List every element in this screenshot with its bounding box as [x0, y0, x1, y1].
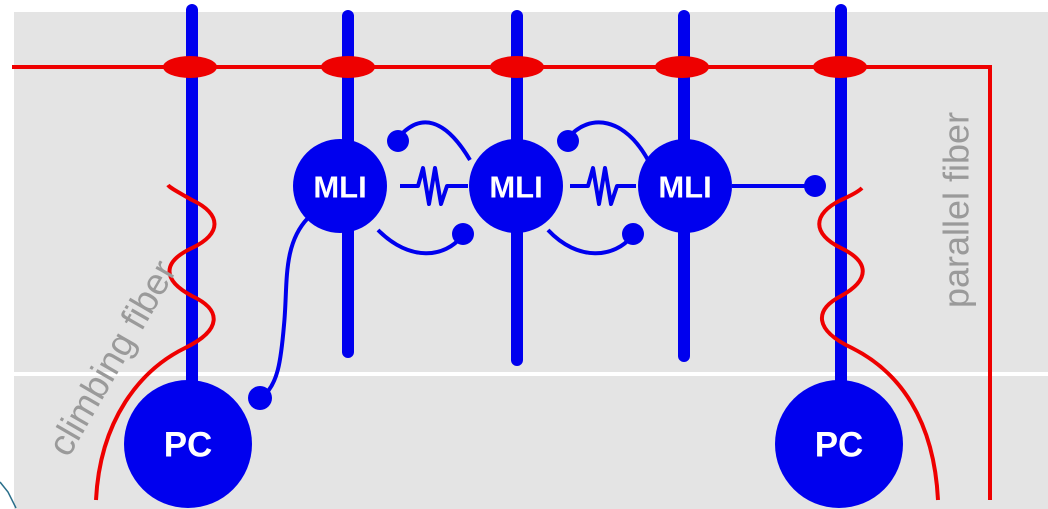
mli-label-1: MLI [313, 170, 366, 205]
pf-synapse-mli3 [655, 56, 709, 78]
climbing-fibers [94, 183, 940, 501]
pc-label-1: PC [164, 426, 213, 465]
mli3-to-mli2-upper-axon [566, 120, 650, 161]
pf-synapse-pc1 [163, 56, 217, 78]
terminal-pc1 [248, 386, 272, 410]
terminal-mli2-lower [452, 223, 474, 245]
pf-synapse-pc2 [813, 56, 867, 78]
terminal-pc2 [804, 175, 826, 197]
climbing-fiber-right [817, 186, 940, 501]
gap-junctions [400, 166, 636, 206]
pf-synapse-mli1 [321, 56, 375, 78]
mli1-to-mli2-upper-axon [396, 120, 472, 162]
mli-soma-2 [469, 139, 563, 233]
gap-junction-mli2-mli3 [570, 166, 636, 206]
purkinje-cells: PC PC [124, 380, 903, 508]
pf-synapse-mli2 [490, 56, 544, 78]
terminal-mli3-lower [622, 223, 644, 245]
mli-soma-3 [638, 139, 732, 233]
mli1-to-pc1-axon [260, 216, 310, 399]
pc-soma-2 [775, 380, 903, 508]
mli-label-2: MLI [489, 170, 542, 205]
terminal-mli1-upper [387, 130, 409, 152]
mli-soma-1 [293, 139, 387, 233]
pc-label-2: PC [815, 426, 864, 465]
inhibitory-terminals [248, 130, 826, 410]
parallel-fiber-synapses [163, 56, 867, 78]
parallel-fiber-label: parallel fiber [936, 112, 977, 308]
mli-cells: MLI MLI MLI [293, 139, 732, 233]
climbing-fiber-left [94, 183, 217, 501]
corner-mark [0, 481, 17, 509]
gap-junction-mli1-mli2 [400, 166, 468, 206]
mli-label-3: MLI [658, 170, 711, 205]
terminal-mli2-upper [557, 130, 579, 152]
pc-soma-1 [124, 380, 252, 508]
